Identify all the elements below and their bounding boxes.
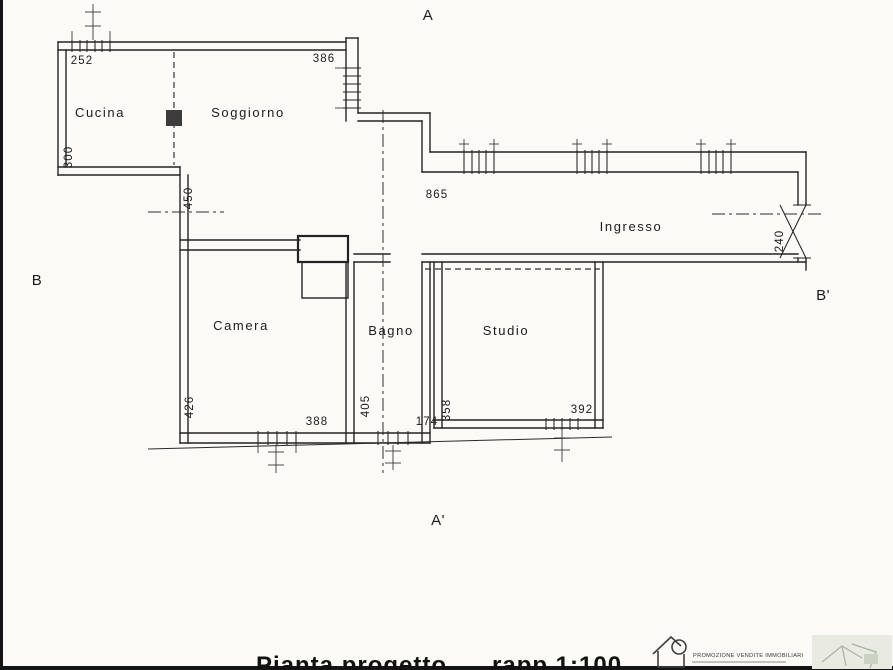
soggiorno-window (343, 67, 361, 109)
room-label-ingresso: Ingresso (600, 219, 663, 234)
room-label-bagno: Bagno (368, 323, 414, 338)
windows (71, 40, 732, 445)
dim-camera-depth: 426 (184, 396, 196, 419)
dim-bagno-width: 174 (416, 416, 439, 428)
camera-window (257, 431, 297, 445)
dim-bagno-depth: 405 (360, 395, 372, 418)
dim-cucina-depth: 300 (63, 146, 75, 169)
plan-title: Pianta progetto (256, 652, 447, 670)
ground-line (147, 436, 613, 450)
agency-logo: PROMOZIONE VENDITE IMMOBILIARI (652, 635, 804, 668)
section-label-b-right: B' (816, 287, 830, 304)
walls (57, 37, 807, 444)
corner-photo (812, 635, 892, 669)
dimension-extension-lines (71, 4, 736, 473)
scan-edge-bottom (0, 666, 893, 670)
studio-window (545, 418, 579, 430)
dim-soggiorno-wall: 450 (183, 187, 195, 210)
ingresso-window-2 (576, 150, 608, 174)
room-label-camera: Camera (213, 318, 269, 333)
room-label-studio: Studio (483, 323, 529, 338)
dim-ingresso-length: 865 (426, 189, 449, 201)
agency-logo-house-icon (652, 635, 687, 668)
shaft (296, 234, 350, 299)
plan-scale: rapp 1:100 (492, 652, 622, 670)
section-lines (148, 110, 824, 473)
dim-studio-depth: 358 (441, 399, 453, 422)
ingresso-window-1 (463, 150, 495, 174)
column (166, 110, 182, 126)
room-label-cucina: Cucina (75, 105, 125, 120)
ingresso-window-3 (700, 150, 732, 174)
dim-soggiorno-width: 386 (313, 53, 336, 65)
section-label-a-bottom: A' (431, 512, 445, 529)
dim-studio-width: 392 (571, 404, 594, 416)
agency-logo-caption: PROMOZIONE VENDITE IMMOBILIARI (693, 653, 804, 659)
scan-edge-left (0, 0, 3, 670)
room-label-soggiorno: Soggiorno (211, 105, 285, 120)
dim-cucina-width: 252 (71, 55, 94, 67)
cucina-window (71, 40, 111, 52)
section-label-b-left: B (32, 272, 43, 289)
dim-entry-door: 240 (774, 230, 786, 253)
bagno-window (377, 431, 409, 445)
dim-camera-width: 388 (306, 416, 329, 428)
section-label-a-top: A (423, 7, 434, 24)
